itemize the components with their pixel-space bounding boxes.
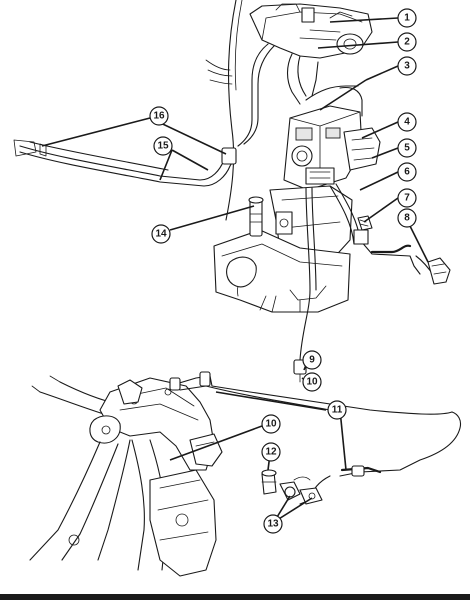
- callout-10-lower: 10: [261, 414, 281, 434]
- svg-text:14: 14: [155, 229, 167, 240]
- svg-text:15: 15: [157, 141, 169, 152]
- hydraulic-control-unit: [283, 105, 381, 191]
- svg-text:9: 9: [309, 355, 315, 366]
- callout-12: 12: [261, 442, 281, 462]
- svg-text:1: 1: [404, 13, 410, 24]
- svg-text:5: 5: [404, 143, 410, 154]
- callout-6: 6: [397, 162, 417, 182]
- callout-13: 13: [263, 514, 283, 534]
- svg-text:16: 16: [153, 111, 165, 122]
- right-brake-lines: [329, 183, 451, 285]
- valve-part-14: [248, 196, 264, 237]
- rear-frame: [29, 375, 223, 577]
- upper-assembly: [13, 0, 451, 383]
- svg-text:11: 11: [332, 405, 343, 416]
- left-brake-lines: [13, 139, 237, 187]
- svg-text:10: 10: [306, 377, 318, 388]
- callout-3: 3: [397, 56, 417, 76]
- svg-text:10: 10: [265, 419, 277, 430]
- svg-text:8: 8: [404, 213, 410, 224]
- bottom-border: [0, 594, 470, 600]
- master-cylinder: [249, 3, 373, 59]
- callout-10-upper: 10: [302, 372, 322, 392]
- svg-text:2: 2: [404, 37, 410, 48]
- callout-1: 1: [397, 8, 417, 28]
- rear-fittings: [261, 469, 323, 505]
- svg-text:4: 4: [404, 117, 410, 128]
- callouts: 1 2 3 4 5 6 7 8: [149, 8, 417, 534]
- svg-text:12: 12: [265, 447, 277, 458]
- rear-brake-tube: [293, 187, 317, 383]
- callout-8: 8: [397, 208, 417, 228]
- svg-text:13: 13: [267, 519, 279, 530]
- callout-9: 9: [302, 350, 322, 370]
- callout-7: 7: [397, 188, 417, 208]
- master-cylinder-tubes: [237, 43, 363, 147]
- svg-text:6: 6: [404, 167, 410, 178]
- callout-4: 4: [397, 112, 417, 132]
- callout-5: 5: [397, 138, 417, 158]
- hcu-bracket: [213, 185, 353, 313]
- callout-11: 11: [327, 400, 347, 420]
- callout-15: 15: [153, 136, 173, 156]
- lower-assembly: [29, 371, 462, 577]
- firewall-contour: [225, 0, 237, 221]
- callout-14: 14: [151, 224, 171, 244]
- svg-text:7: 7: [404, 193, 410, 204]
- callout-2: 2: [397, 32, 417, 52]
- callout-16: 16: [149, 106, 169, 126]
- svg-text:3: 3: [404, 61, 410, 72]
